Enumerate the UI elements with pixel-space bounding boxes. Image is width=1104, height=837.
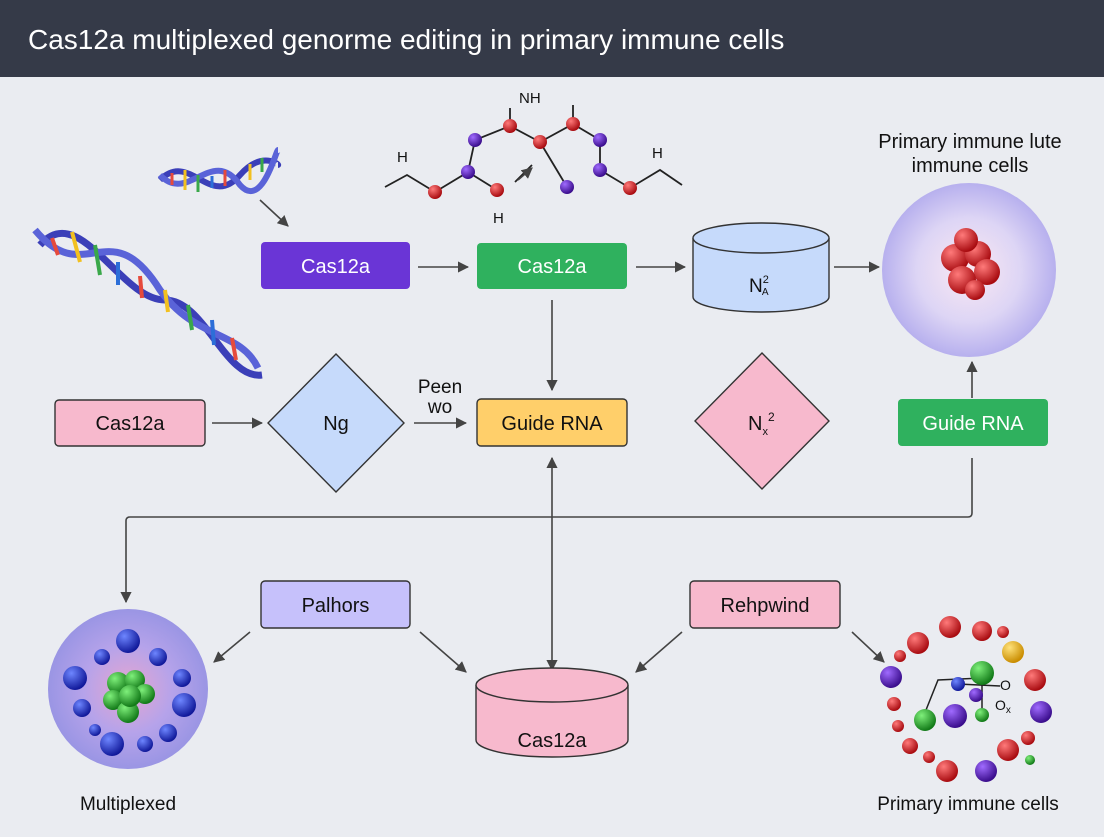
arrow-rehpwind-to-cluster [851,631,885,663]
molecule-label-right: H [652,145,663,162]
cluster-label-ox: Ox [995,697,1011,716]
diagram-canvas: NH H H H Cas12a [0,77,1104,832]
flow-diagram: NH H H H Cas12a [32,90,1062,815]
multiplexed-cell [48,609,208,769]
blue-particles-icon [63,629,196,756]
node-diamond-right-label: Nx2 [748,410,775,438]
particle-ring-icon: O Ox [880,616,1052,782]
primary-cell-top: Primary immune lute immune cells [878,131,1062,357]
arrow-palhors-to-multiplexed [213,631,251,663]
node-cylinder-bottom-label: Cas12a [518,730,588,752]
primary-cell-label-line1: Primary immune lute [878,131,1061,153]
node-diamond-left-label: Ng [323,413,349,435]
title-bar: Cas12a multiplexed genorme editing in pr… [0,0,1104,77]
multiplexed-label: Multiplexed [80,794,176,815]
dna-helix-small [157,147,282,194]
node-guide-rna-green: Guide RNA [898,399,1048,446]
node-cas12a-purple: Cas12a [261,242,410,289]
arrow-dna-to-cas12a [259,199,289,227]
node-cas12a-purple-label: Cas12a [301,256,371,278]
molecule-structure: NH H H H [384,90,683,227]
node-cas12a-pink-label: Cas12a [96,413,166,435]
node-palhors-label: Palhors [302,595,370,617]
cluster-label-o: O [1000,677,1011,693]
node-rehpwind-label: Rehpwind [721,595,810,617]
node-diamond-left: Ng [267,353,405,493]
peen-label-line1: Peen [418,377,462,398]
node-guide-rna-yellow-label: Guide RNA [501,413,603,435]
primary-cell-label-line2: immune cells [912,155,1029,177]
node-cas12a-pink: Cas12a [54,399,206,447]
primary-immune-cells-caption: Primary immune cells [877,794,1059,815]
page-title: Cas12a multiplexed genorme editing in pr… [28,24,785,55]
arrow-palhors-to-cylinder [419,631,467,673]
arrow-bus-to-multiplexed [120,516,552,604]
node-cylinder-bottom: Cas12a [475,667,629,758]
node-guide-rna-green-label: Guide RNA [922,413,1024,435]
molecule-label-left: H [397,149,408,166]
molecule-label-bottom: H [493,210,504,227]
arrow-rehpwind-to-cylinder [635,631,683,673]
molecule-arrow [517,167,533,181]
node-cas12a-green: Cas12a [477,243,627,289]
node-palhors: Palhors [260,580,411,629]
green-cluster-icon [103,670,155,723]
node-cas12a-green-label: Cas12a [518,256,588,278]
peen-label-line2: wo [427,397,452,418]
node-guide-rna-yellow: Guide RNA [476,398,628,447]
dna-helix-large [32,227,263,379]
node-diamond-right: Nx2 [694,352,830,490]
cell-nucleus-icon [941,228,1000,300]
connectors [120,167,978,673]
bus-to-guide-rna-green [552,458,973,518]
molecule-label-top: NH [519,90,541,107]
node-rehpwind: Rehpwind [689,580,841,629]
